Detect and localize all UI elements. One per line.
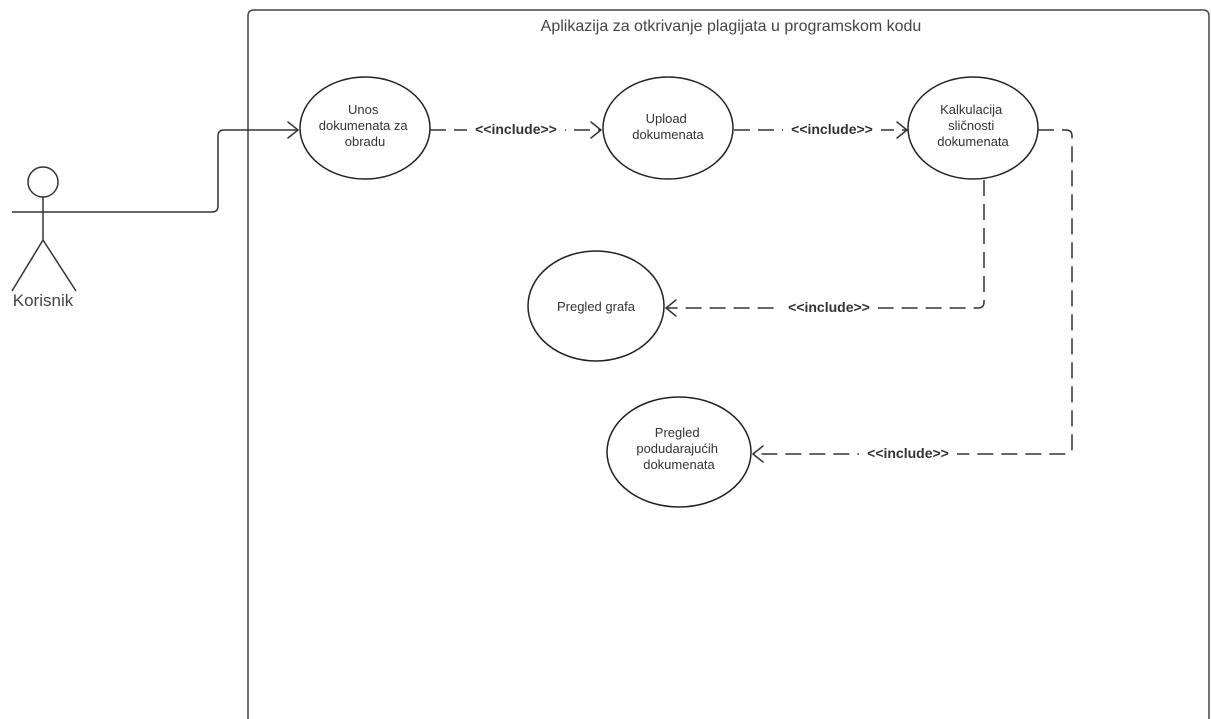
usecase-pregled-grafa[interactable]: Pregled grafa bbox=[527, 250, 665, 362]
usecase-label: Pregled grafa bbox=[557, 299, 636, 314]
include-label-unos-upload: <<include>> bbox=[475, 121, 557, 137]
usecase-label: Kalkulacija sličnosti dokumenata bbox=[937, 102, 1009, 149]
include-label-upload-kalkulacija: <<include>> bbox=[791, 121, 873, 137]
include-line-kalkulacija-podudarajuci bbox=[753, 129, 1073, 455]
usecase-oval bbox=[299, 76, 431, 180]
usecase-unos-dokumenata[interactable]: Unos dokumenata za obradu bbox=[299, 76, 431, 180]
actor-right-leg bbox=[42, 239, 77, 292]
include-arrowhead-graf bbox=[664, 299, 677, 317]
actor-label: Korisnik bbox=[13, 291, 74, 310]
include-line-kalkulacija-graf bbox=[666, 180, 985, 309]
include-label-bg bbox=[467, 119, 565, 139]
usecase-oval bbox=[907, 76, 1039, 180]
include-arrowhead-podudarajuci bbox=[751, 445, 764, 463]
system-boundary bbox=[247, 9, 1210, 719]
include-label-kalkulacija-podudarajuci: <<include>> bbox=[867, 445, 949, 461]
include-label-bg bbox=[783, 119, 881, 139]
actor-head bbox=[27, 166, 59, 198]
include-arrowhead-upload bbox=[590, 121, 603, 139]
usecase-oval bbox=[606, 396, 752, 508]
system-title: Aplikazija za otkrivanje plagijata u pro… bbox=[541, 18, 922, 35]
usecase-upload-dokumenata[interactable]: Upload dokumenata bbox=[602, 76, 734, 180]
actor-left-leg bbox=[11, 239, 44, 292]
include-arrowhead-kalkulacija bbox=[896, 121, 909, 139]
actor-korisnik[interactable]: Korisnik bbox=[11, 166, 77, 310]
include-label-bg bbox=[780, 297, 878, 317]
usecase-label: Upload dokumenata bbox=[632, 111, 704, 142]
usecase-pregled-podudarajucih[interactable]: Pregled podudarajućih dokumenata bbox=[606, 396, 752, 508]
include-label-bg bbox=[859, 443, 957, 463]
association-actor-unos bbox=[76, 129, 298, 213]
include-label-kalkulacija-graf: <<include>> bbox=[788, 299, 870, 315]
association-arrowhead bbox=[287, 121, 300, 139]
usecase-kalkulacija-slicnosti[interactable]: Kalkulacija sličnosti dokumenata bbox=[907, 76, 1039, 180]
usecase-label: Unos dokumenata za obradu bbox=[319, 102, 412, 149]
usecase-label: Pregled podudarajućih dokumenata bbox=[636, 425, 721, 472]
usecase-oval bbox=[527, 250, 665, 362]
usecase-oval bbox=[602, 76, 734, 180]
